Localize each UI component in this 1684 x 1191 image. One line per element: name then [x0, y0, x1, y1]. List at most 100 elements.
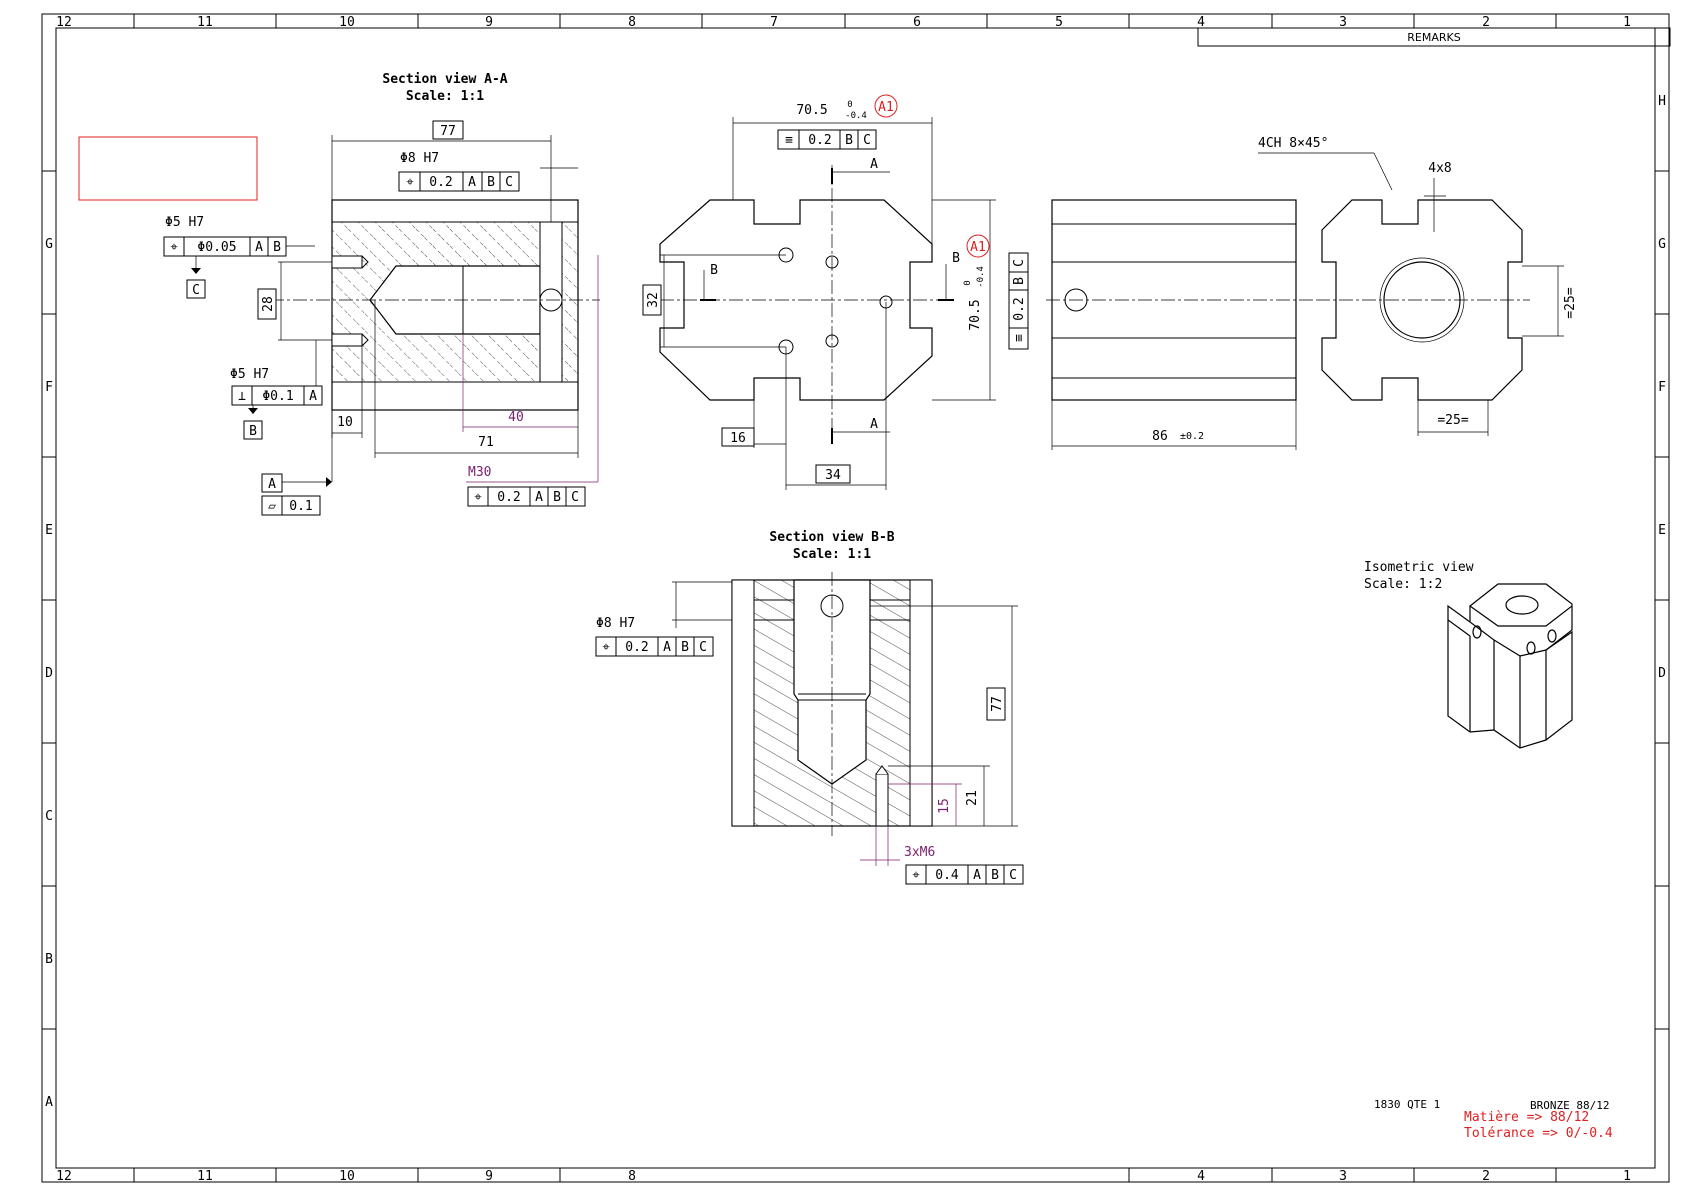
- dim-m30: M30: [468, 465, 491, 480]
- dim-77-top: 77: [440, 124, 456, 139]
- dim-front-width: 70.5: [796, 103, 827, 118]
- fcf-datum: B: [553, 490, 561, 505]
- bb-dim-15: 15: [937, 798, 952, 814]
- fcf-datum: A: [535, 490, 543, 505]
- dim-86: 86: [1152, 429, 1168, 444]
- fcf-symbol: ⊥: [238, 389, 246, 404]
- col-label: 12: [56, 15, 72, 30]
- bottom-column-ruler: [133, 1168, 1557, 1182]
- dim-25-horizontal: =25=: [1437, 413, 1468, 428]
- row-label: G: [1658, 237, 1666, 252]
- col-label: 12: [56, 1169, 72, 1184]
- right-view: 4CH 8×45° 4x8 =25= =25=: [1258, 136, 1578, 436]
- slot-label: 4x8: [1428, 161, 1451, 176]
- fcf-symbol: ≡: [785, 133, 793, 148]
- fcf-datum: A: [468, 175, 476, 190]
- sheet-border: [41, 13, 1670, 1183]
- dim-71: 71: [478, 435, 494, 450]
- col-label: 7: [770, 15, 778, 30]
- tol-upper-side: 0: [963, 280, 973, 285]
- section-bb-scale: Scale: 1:1: [793, 547, 871, 562]
- dim-40: 40: [508, 410, 524, 425]
- row-label: C: [45, 809, 53, 824]
- fcf-value: 0.4: [935, 868, 959, 883]
- bottom-column-labels: 12 11 10 9 8 4 3 2 1: [56, 1169, 1631, 1184]
- fcf-symbol: ▱: [268, 499, 276, 514]
- fcf-value: 0.1: [289, 499, 312, 514]
- section-aa-view: Section view A-A Scale: 1:1 77 Φ8 H7: [163, 72, 600, 516]
- chamfer-label: 4CH 8×45°: [1258, 136, 1328, 151]
- dim-front-height: 70.5: [968, 299, 983, 330]
- remarks-box: REMARKS: [1197, 27, 1671, 47]
- row-label: E: [45, 523, 53, 538]
- fcf-datum: C: [1009, 868, 1017, 883]
- datum-c: C: [192, 283, 200, 298]
- row-label: B: [45, 952, 53, 967]
- dim-16: 16: [730, 431, 746, 446]
- fcf-aa-phi5-upper: ⌖ Φ0.05 A B: [163, 236, 287, 257]
- datum-a: A: [268, 477, 276, 492]
- col-label: 8: [628, 15, 636, 30]
- fcf-value: 0.2: [1012, 297, 1027, 320]
- iso-title: Isometric view: [1364, 560, 1474, 575]
- dim-34: 34: [825, 468, 841, 483]
- tol-lower: -0.4: [845, 111, 867, 121]
- section-aa-scale: Scale: 1:1: [406, 89, 484, 104]
- dim-25-vertical: =25=: [1563, 287, 1578, 318]
- col-label: 3: [1339, 15, 1347, 30]
- col-label: 2: [1482, 1169, 1490, 1184]
- row-label: D: [1658, 666, 1666, 681]
- fcf-aa-m30: ⌖ 0.2 A B C: [467, 486, 586, 507]
- iso-scale: Scale: 1:2: [1364, 577, 1442, 592]
- fcf-datum: B: [273, 240, 281, 255]
- dim-28: 28: [261, 296, 276, 312]
- fcf-datum: C: [1012, 259, 1027, 267]
- fcf-symbol: ≡: [1012, 334, 1027, 342]
- col-label: 1: [1623, 15, 1631, 30]
- cut-label-a-bottom: A: [870, 417, 878, 432]
- fcf-datum: A: [309, 389, 317, 404]
- fcf-datum: C: [863, 133, 871, 148]
- col-label: 9: [485, 1169, 493, 1184]
- col-label: 5: [1055, 15, 1063, 30]
- qty-note: 1830 QTE 1: [1374, 1098, 1440, 1111]
- tolerance-note: Tolérance => 0/-0.4: [1464, 1126, 1613, 1141]
- fcf-value: Φ0.1: [262, 389, 293, 404]
- isometric-view: Isometric view Scale: 1:2: [1364, 560, 1573, 749]
- row-label: F: [1658, 380, 1666, 395]
- fcf-front-side: C B 0.2 ≡: [1008, 252, 1029, 350]
- row-label: H: [1658, 94, 1666, 109]
- datum-b: B: [249, 424, 257, 439]
- top-column-labels: 12 11 10 9 8 7 6 5 4 3 2 1: [56, 15, 1631, 30]
- row-label: D: [45, 666, 53, 681]
- side-view: 86 ±0.2: [1046, 199, 1316, 450]
- dim-phi5-lower: Φ5 H7: [230, 367, 269, 382]
- col-label: 10: [339, 1169, 355, 1184]
- cut-label-b-left: B: [710, 263, 718, 278]
- col-label: 11: [197, 1169, 213, 1184]
- badge-a1-side: A1: [970, 240, 986, 255]
- col-label: 4: [1197, 1169, 1205, 1184]
- col-label: 6: [913, 15, 921, 30]
- notes: 1830 QTE 1 BRONZE 88/12 Matière => 88/12…: [1374, 1098, 1613, 1141]
- col-label: 9: [485, 15, 493, 30]
- fcf-value: Φ0.05: [197, 240, 236, 255]
- col-label: 3: [1339, 1169, 1347, 1184]
- fcf-value: 0.2: [497, 490, 520, 505]
- row-label: G: [45, 237, 53, 252]
- bb-dim-21: 21: [965, 790, 980, 806]
- fcf-datum: B: [991, 868, 999, 883]
- red-annotation-box[interactable]: [78, 136, 258, 201]
- material-note: BRONZE 88/12: [1530, 1099, 1609, 1112]
- remarks-label: REMARKS: [1407, 31, 1460, 44]
- fcf-front-sym: ≡ 0.2 B C: [777, 129, 877, 150]
- col-label: 10: [339, 15, 355, 30]
- fcf-datum: B: [681, 640, 689, 655]
- fcf-datum: C: [571, 490, 579, 505]
- dim-phi5-upper: Φ5 H7: [165, 215, 204, 230]
- col-label: 8: [628, 1169, 636, 1184]
- fcf-bb-phi8: ⌖ 0.2 A B C: [595, 636, 714, 657]
- tol-upper: 0: [847, 100, 852, 110]
- bb-dim-77: 77: [990, 696, 1005, 712]
